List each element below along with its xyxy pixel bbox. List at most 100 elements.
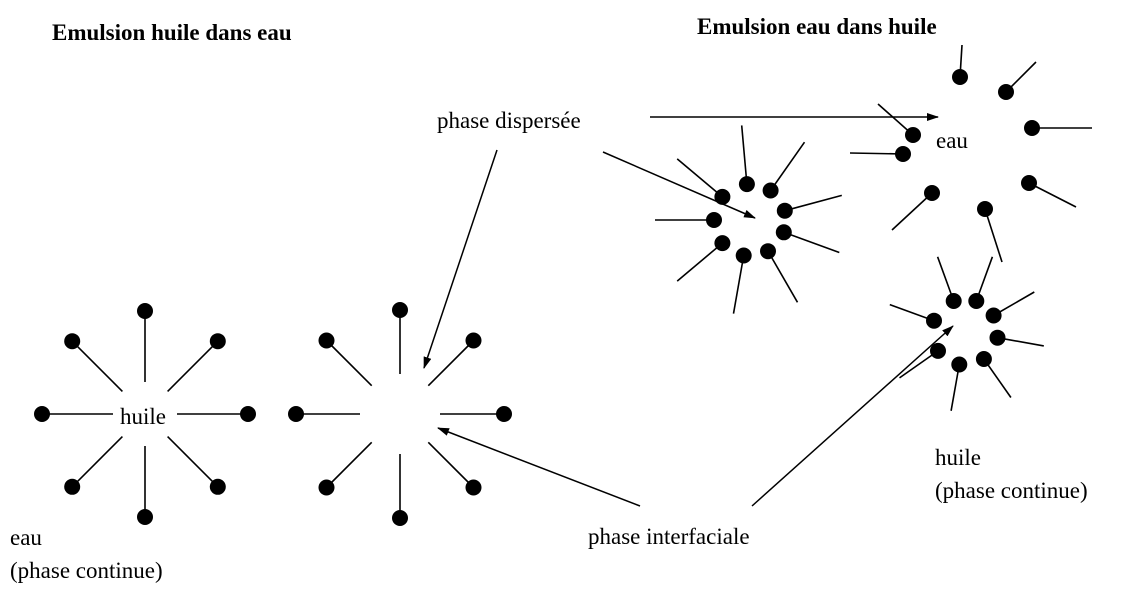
surfactant-tail (740, 125, 748, 185)
surfactant-molecule (877, 103, 921, 143)
surfactant-tail (325, 441, 373, 489)
surfactant-molecule (950, 356, 968, 411)
surfactant-tail (427, 339, 475, 387)
surfactant-tail (676, 242, 723, 282)
water-droplet-label: eau (936, 128, 968, 153)
surfactant-tail (767, 250, 799, 303)
surfactant-tail (769, 141, 806, 191)
surfactant-molecule (899, 342, 946, 379)
surfactant-molecule (288, 406, 360, 422)
surfactant-molecule (427, 332, 482, 387)
surfactant-molecule (985, 291, 1035, 324)
surfactant-head (775, 224, 792, 241)
surfactant-molecule (732, 247, 752, 314)
left-continuous-medium-label: eau (10, 525, 42, 550)
surfactant-molecule (167, 333, 226, 392)
surfactant-molecule (889, 303, 942, 329)
surfactant-head (318, 332, 335, 349)
surfactant-molecule (167, 436, 226, 495)
surfactant-molecule (849, 146, 911, 162)
surfactant-head (968, 293, 985, 309)
surfactant-molecule (318, 441, 373, 496)
surfactant-molecule (936, 256, 962, 309)
surfactant-molecule (1021, 175, 1077, 208)
surfactant-molecule (776, 194, 843, 219)
surfactant-tail (676, 158, 723, 198)
surfactant-head (1024, 120, 1040, 136)
title-oil-in-water: Emulsion huile dans eau (52, 20, 292, 45)
surfactant-molecule (392, 454, 408, 526)
surfactant-molecule (676, 235, 731, 282)
surfactant-head (945, 293, 962, 309)
surfactant-head (738, 176, 755, 193)
surfactant-head (34, 406, 50, 422)
surfactant-head (209, 478, 226, 495)
surfactant-tail (849, 152, 904, 155)
surfactant-head (952, 69, 968, 85)
oil-droplet-middle (288, 302, 512, 526)
surfactant-head (137, 509, 153, 525)
surfactant-head (735, 247, 752, 264)
surfactant-head (496, 406, 512, 422)
surfactant-head (762, 182, 779, 199)
surfactant-molecule (760, 243, 799, 303)
surfactant-head (64, 478, 81, 495)
surfactant-tail (71, 436, 123, 488)
surfactant-molecule (762, 141, 806, 199)
surfactant-head (998, 84, 1014, 100)
surfactant-molecule (318, 332, 373, 387)
water-droplet-small (889, 256, 1044, 411)
surfactant-head (989, 329, 1006, 346)
surfactant-molecule (977, 201, 1003, 263)
surfactant-tail (783, 231, 840, 254)
surfactant-head (895, 146, 911, 162)
surfactant-molecule (676, 158, 731, 205)
surfactant-tail (1028, 182, 1077, 208)
surfactant-head (64, 333, 81, 350)
surfactant-molecule (64, 436, 123, 495)
surfactant-head (465, 332, 482, 349)
surfactant-tail (784, 194, 843, 212)
surfactant-tail (167, 340, 219, 392)
arrow-dispersed-to-middle-droplet (602, 151, 756, 219)
surfactant-molecule (952, 44, 968, 85)
surfactant-head (465, 479, 482, 496)
surfactant-molecule (440, 406, 512, 422)
water-droplet-mid (655, 125, 843, 314)
surfactant-head (706, 212, 722, 228)
right-continuous-phase-note: (phase continue) (935, 478, 1088, 503)
surfactant-head (392, 510, 408, 526)
surfactant-molecule (989, 329, 1044, 347)
surfactant-head (905, 127, 921, 143)
surfactant-head (714, 235, 731, 252)
surfactant-head (975, 351, 992, 367)
water-droplet-large (849, 44, 1092, 263)
interfacial-phase-label: phase interfaciale (588, 524, 750, 549)
surfactant-head (288, 406, 304, 422)
arrow-dispersed-to-oil-droplet (423, 149, 498, 369)
surfactant-head (985, 307, 1002, 324)
surfactant-head (951, 356, 968, 373)
surfactant-molecule (891, 185, 940, 231)
right-continuous-medium-label: huile (935, 445, 981, 470)
surfactant-head (392, 302, 408, 318)
surfactant-molecule (137, 303, 153, 382)
surfactant-molecule (392, 302, 408, 374)
surfactant-molecule (775, 224, 840, 254)
surfactant-tail (427, 441, 475, 489)
surfactant-molecule (137, 446, 153, 525)
surfactant-head (318, 479, 335, 496)
surfactant-head (137, 303, 153, 319)
surfactant-layer-group (34, 44, 1092, 526)
surfactant-molecule (655, 212, 722, 228)
surfactant-tail (325, 339, 373, 387)
surfactant-head (1021, 175, 1037, 191)
arrow-interfacial-to-small-droplet (751, 325, 954, 507)
surfactant-molecule (427, 441, 482, 496)
surfactant-tail (71, 340, 123, 392)
surfactant-tail (732, 255, 745, 314)
surfactant-molecule (998, 61, 1037, 100)
surfactant-head (924, 185, 940, 201)
surfactant-head (977, 201, 993, 217)
